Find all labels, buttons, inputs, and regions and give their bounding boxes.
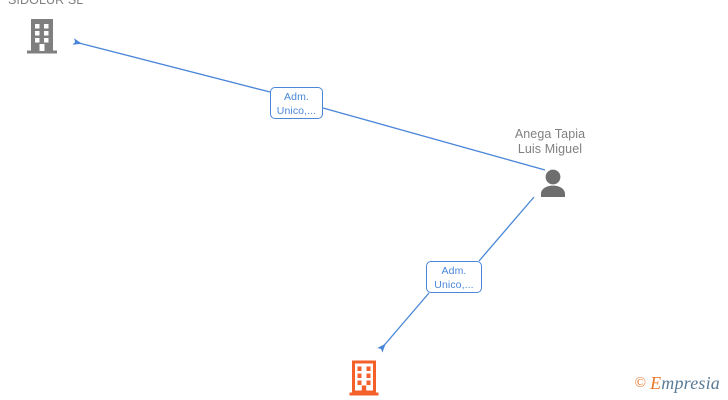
person-icon[interactable] [537,168,569,205]
brand-name-initial: E [650,373,662,393]
building-icon[interactable] [349,360,379,400]
edge-relation-2-to-company-bottom [377,292,430,353]
node-label-company-top: SIDOLUR SL [8,0,84,7]
empresia-watermark: © Empresia [635,373,720,394]
node-label-person: Anega Tapia Luis Miguel [514,127,586,156]
edge-person-to-relation-2 [478,196,535,262]
building-icon[interactable] [26,17,58,62]
relation-label-adm-unico-1[interactable]: Adm. Unico,... [270,87,323,119]
brand-name-rest: mpresia [661,373,720,393]
brand-name: Empresia [650,373,720,394]
relation-label-adm-unico-2[interactable]: Adm. Unico,... [426,261,482,293]
copyright-icon: © [634,375,647,391]
edge-relation-1-to-company-top [72,38,271,93]
